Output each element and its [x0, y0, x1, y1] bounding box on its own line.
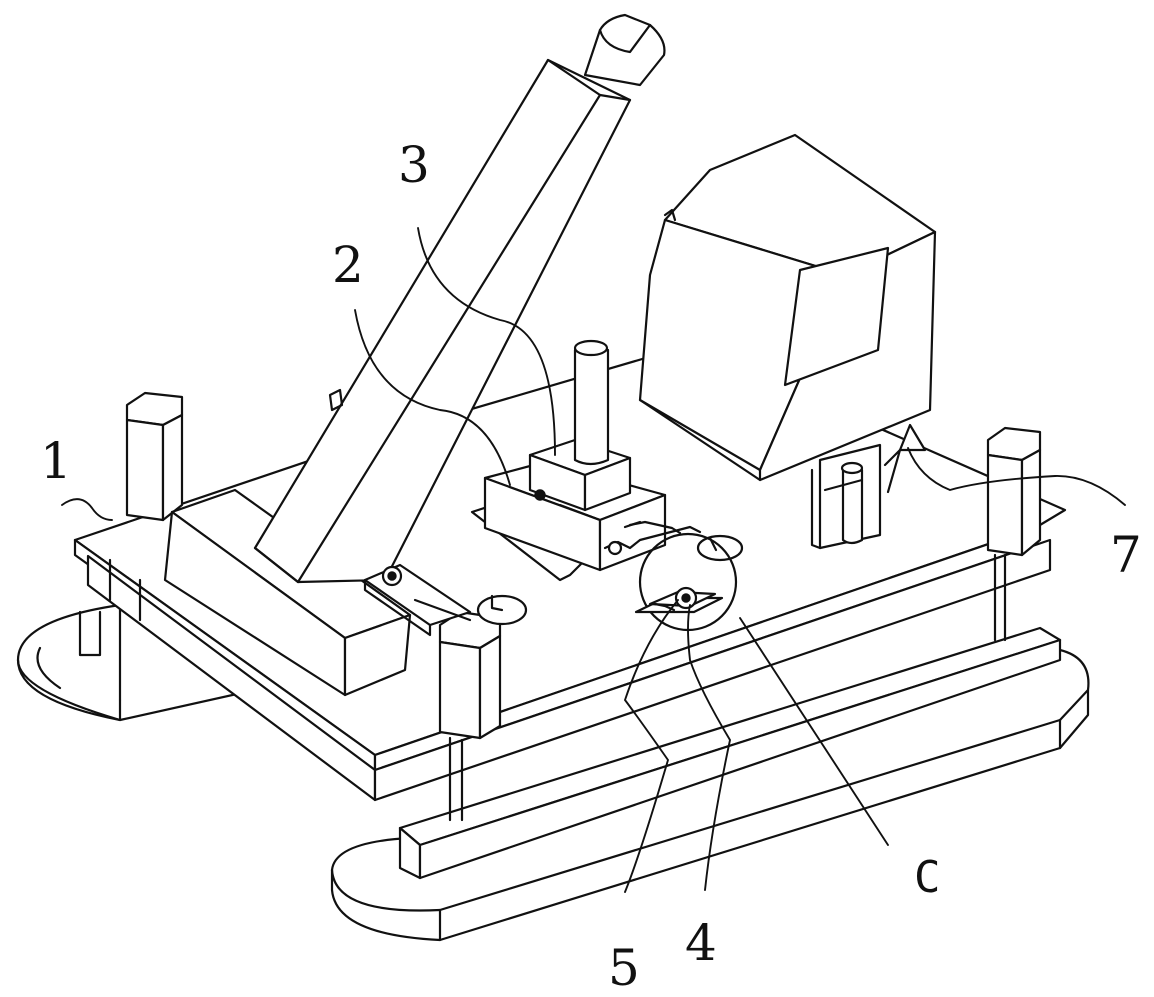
- leader-3: [417, 227, 556, 456]
- leader-5: [623, 599, 679, 893]
- leader-2: [354, 309, 511, 486]
- reference-labels: 1 2 3 5 4 C 7: [40, 136, 1142, 997]
- front-pontoon: [330, 626, 1090, 942]
- label-c: C: [914, 852, 941, 903]
- corner-post-back-left: [125, 391, 184, 522]
- label-3: 3: [398, 136, 430, 194]
- cabin-mount: [810, 443, 882, 550]
- leader-4: [687, 604, 732, 891]
- leader-c: [739, 617, 889, 846]
- label-2: 2: [332, 236, 364, 294]
- label-5: 5: [608, 939, 640, 997]
- detail-c-region: [634, 532, 738, 632]
- corner-post-front: [438, 610, 502, 822]
- label-4: 4: [685, 914, 717, 972]
- operator-cabin: [638, 133, 937, 494]
- corner-post-back-right: [986, 426, 1042, 642]
- leader-1: [61, 498, 113, 521]
- leader-7: [907, 447, 1126, 506]
- leader-lines: [61, 227, 1126, 893]
- label-7: 7: [1110, 526, 1142, 584]
- cable-fittings: [603, 520, 744, 562]
- boom-hinge-mechanism: [363, 563, 528, 637]
- label-1: 1: [40, 432, 72, 490]
